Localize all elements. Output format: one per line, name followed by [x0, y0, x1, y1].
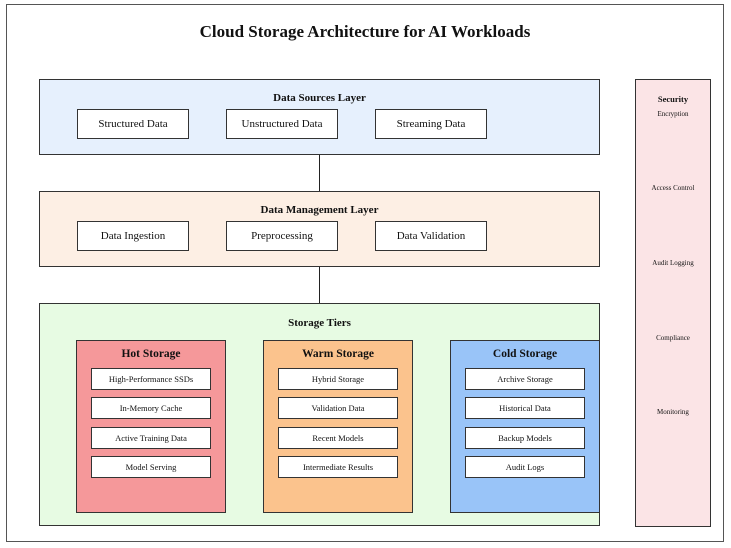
cold-storage-item: Audit Logs	[465, 456, 585, 478]
unstructured-data-box: Unstructured Data	[226, 109, 338, 139]
data-sources-layer-title: Data Sources Layer	[273, 92, 366, 104]
connector-management-storage	[319, 267, 320, 303]
hot-storage-item: High-Performance SSDs	[91, 368, 211, 390]
warm-storage-item: Recent Models	[278, 427, 398, 449]
streaming-data-box: Streaming Data	[375, 109, 487, 139]
security-item-monitoring: Monitoring	[657, 408, 689, 416]
data-ingestion-box: Data Ingestion	[77, 221, 189, 251]
hot-storage-item: In-Memory Cache	[91, 397, 211, 419]
hot-storage-tier: Hot Storage High-Performance SSDs In-Mem…	[76, 340, 226, 513]
warm-storage-title: Warm Storage	[302, 348, 374, 360]
storage-tiers-layer: Storage Tiers Hot Storage High-Performan…	[39, 303, 600, 526]
cold-storage-item: Archive Storage	[465, 368, 585, 390]
data-management-layer-title: Data Management Layer	[260, 204, 379, 216]
storage-tiers-title: Storage Tiers	[288, 317, 351, 329]
hot-storage-item: Model Serving	[91, 456, 211, 478]
preprocessing-box: Preprocessing	[226, 221, 338, 251]
warm-storage-item: Hybrid Storage	[278, 368, 398, 390]
warm-storage-item: Validation Data	[278, 397, 398, 419]
connector-sources-management	[319, 155, 320, 191]
security-item-compliance: Compliance	[656, 334, 690, 342]
diagram-canvas: Cloud Storage Architecture for AI Worklo…	[6, 4, 724, 542]
security-panel: Security Encryption Access Control Audit…	[635, 79, 711, 527]
diagram-title: Cloud Storage Architecture for AI Worklo…	[199, 22, 531, 41]
data-sources-layer: Data Sources Layer Structured Data Unstr…	[39, 79, 600, 155]
cold-storage-title: Cold Storage	[492, 348, 558, 360]
data-management-layer: Data Management Layer Data Ingestion Pre…	[39, 191, 600, 267]
data-validation-box: Data Validation	[375, 221, 487, 251]
hot-storage-item: Active Training Data	[91, 427, 211, 449]
security-item-access-control: Access Control	[651, 184, 695, 192]
warm-storage-tier: Warm Storage Hybrid Storage Validation D…	[263, 340, 413, 513]
security-item-encryption: Encryption	[657, 110, 689, 118]
security-item-audit-logging: Audit Logging	[652, 259, 694, 267]
hot-storage-title: Hot Storage	[121, 348, 181, 360]
cold-storage-tier: Cold Storage Archive Storage Historical …	[450, 340, 600, 513]
cold-storage-item: Backup Models	[465, 427, 585, 449]
structured-data-box: Structured Data	[77, 109, 189, 139]
cold-storage-item: Historical Data	[465, 397, 585, 419]
security-title: Security	[657, 94, 689, 104]
warm-storage-item: Intermediate Results	[278, 456, 398, 478]
